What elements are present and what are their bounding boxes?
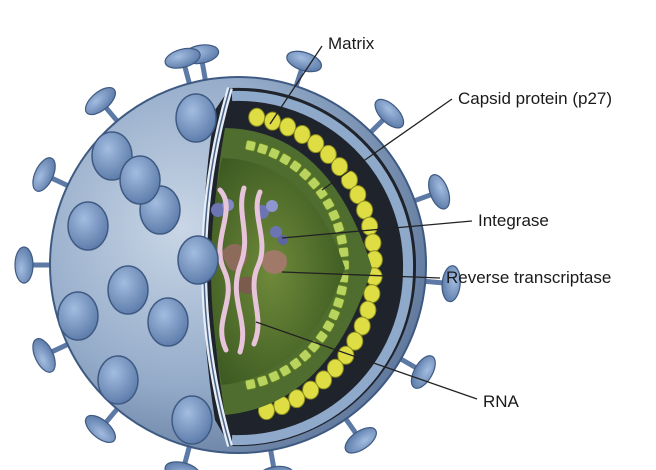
matrix-leader bbox=[269, 45, 323, 125]
envelope-spike bbox=[32, 157, 74, 192]
label-matrix: Matrix bbox=[328, 34, 375, 53]
label-capsid-protein: Capsid protein (p27) bbox=[458, 89, 613, 108]
glycoprotein-knob bbox=[57, 291, 99, 341]
reverse-transcriptase-leader bbox=[281, 271, 441, 279]
surface-glycoproteins bbox=[57, 93, 219, 445]
rna-strands bbox=[217, 185, 265, 355]
envelope-spike bbox=[14, 246, 57, 284]
envelope-spike bbox=[394, 354, 436, 389]
glycoprotein-knob bbox=[175, 93, 217, 143]
envelope-rim bbox=[231, 90, 414, 446]
glycoprotein-knob bbox=[67, 201, 109, 251]
label-integrase: Integrase bbox=[478, 211, 549, 230]
glycoprotein-knob bbox=[97, 355, 139, 405]
glycoprotein-knob bbox=[119, 155, 161, 205]
envelope-spike bbox=[84, 86, 123, 127]
glycoprotein-knob bbox=[147, 297, 189, 347]
integrase-leader bbox=[281, 220, 473, 239]
envelope-spike bbox=[84, 403, 123, 444]
envelope-spike bbox=[365, 98, 405, 138]
capsid-protein-layer bbox=[244, 139, 350, 391]
glycoprotein-knob bbox=[177, 235, 219, 285]
glycoprotein-knob bbox=[107, 265, 149, 315]
rna-leader bbox=[255, 321, 478, 400]
envelope-spike bbox=[418, 265, 461, 303]
label-reverse-transcriptase: Reverse transcriptase bbox=[446, 268, 612, 287]
glycoprotein-knob bbox=[171, 395, 213, 445]
envelope-spike bbox=[32, 338, 74, 373]
envelope-spike bbox=[341, 413, 377, 454]
capsid-leader bbox=[321, 98, 453, 191]
label-rna: RNA bbox=[483, 392, 519, 411]
leader-lines bbox=[255, 45, 478, 400]
